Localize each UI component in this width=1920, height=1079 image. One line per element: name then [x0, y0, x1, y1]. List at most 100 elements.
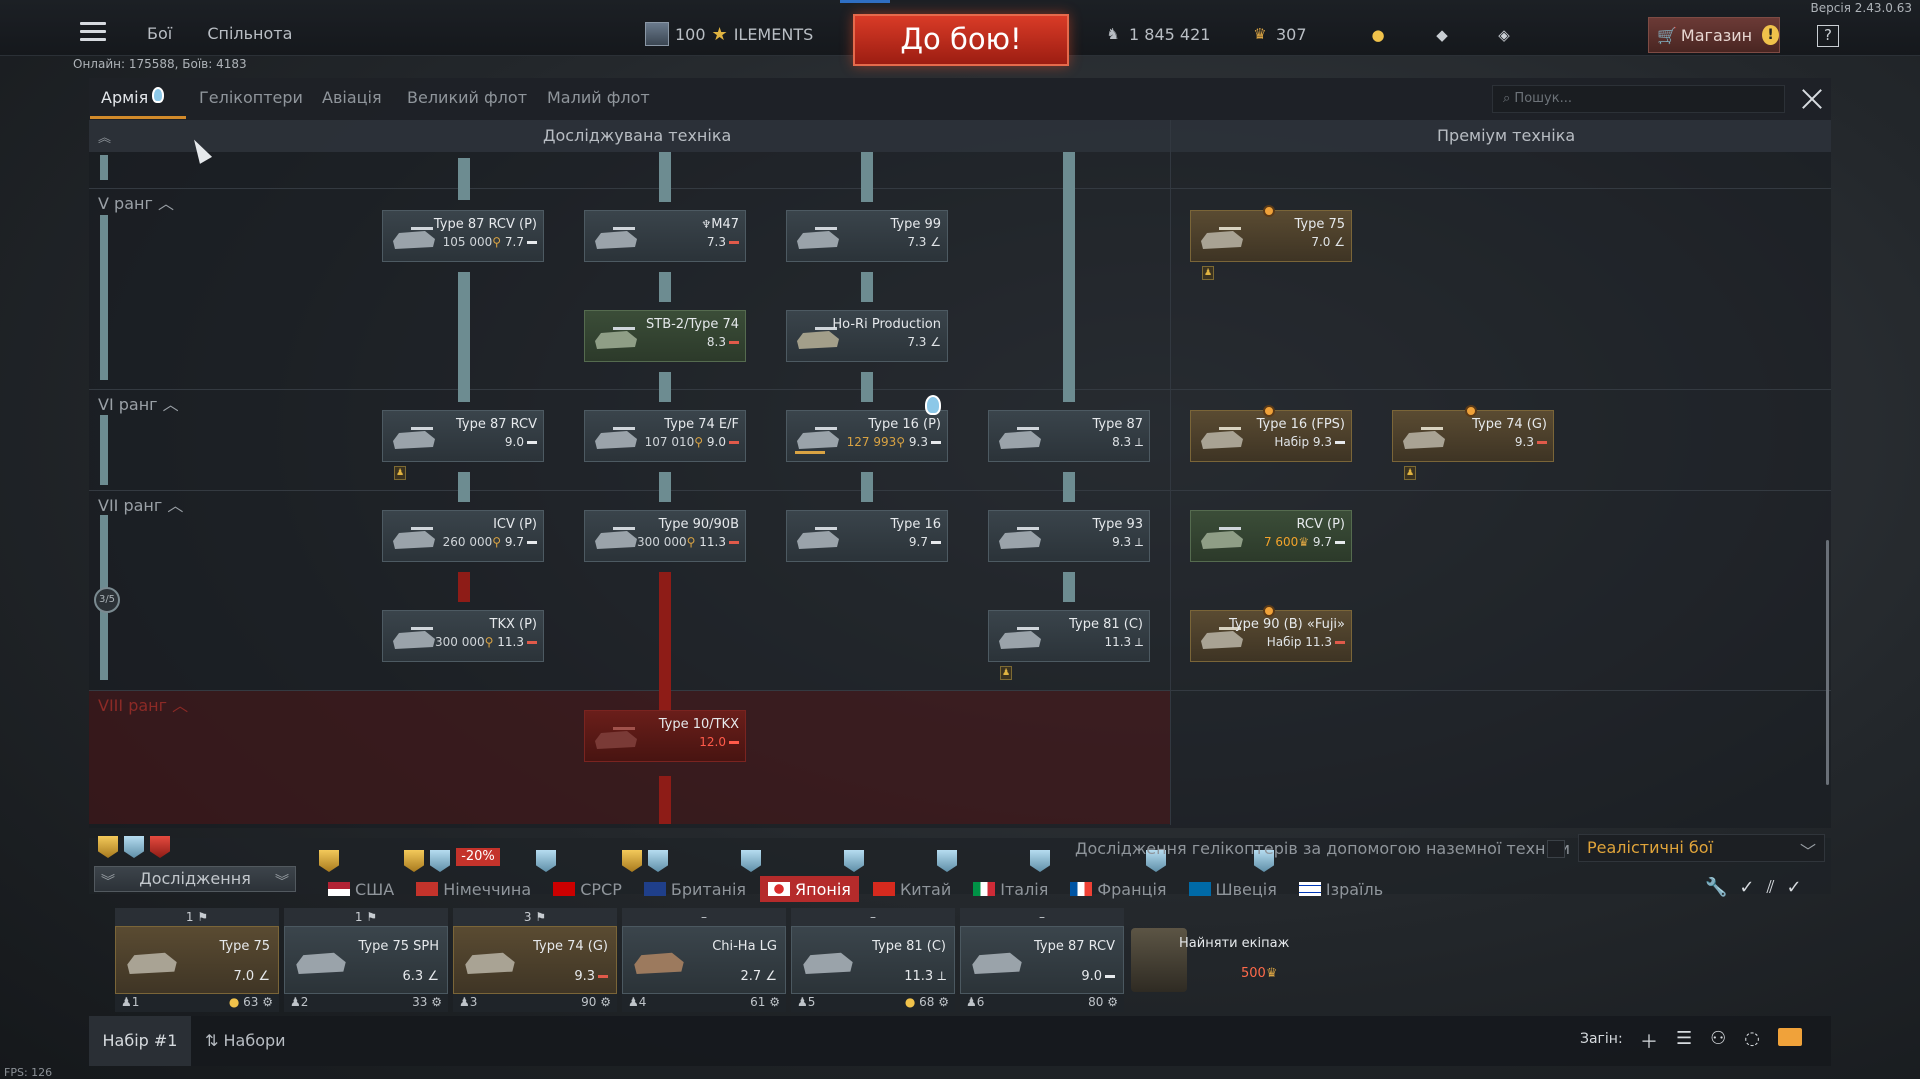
heli-research-checkbox[interactable]	[1547, 840, 1565, 858]
nation-tabs: США Німеччина СРСР Британія Японія Китай…	[320, 876, 1397, 902]
vehicle-card-premium[interactable]: Type 75 7.0 ∠	[1190, 205, 1352, 262]
gold-medal-icon	[319, 850, 339, 872]
tank-icon	[803, 952, 853, 974]
rank-label-viii[interactable]: VIII ранг ︿	[98, 696, 189, 715]
checkmark-icon[interactable]: ✓	[1739, 877, 1755, 898]
nation-sweden[interactable]: Швеція	[1181, 876, 1285, 902]
nation-usa[interactable]: США	[320, 876, 402, 902]
add-squad-icon[interactable]: ＋	[1640, 1032, 1658, 1053]
vehicle-card[interactable]: Type 99 7.3 ∠	[786, 210, 948, 262]
vehicle-card-premium[interactable]: Type 16 (FPS) Набір 9.3	[1190, 405, 1352, 462]
warning-icon: !	[1762, 25, 1779, 45]
tab-bluewater-fleet[interactable]: Великий флот	[407, 88, 528, 107]
vehicle-card[interactable]: ♆M47 7.3	[584, 210, 746, 262]
tree-scrollbar[interactable]	[1826, 540, 1829, 785]
silver-lions[interactable]: ♞ 1 845 421	[1103, 24, 1210, 44]
research-button[interactable]: ︾ Дослідження ︾	[94, 866, 296, 892]
profile[interactable]: 100 ★ ILEMENTS	[645, 22, 813, 46]
game-mode-select[interactable]: Реалістичні бої﹀	[1578, 834, 1825, 862]
cart-icon: 🛒	[1657, 25, 1677, 45]
help-button[interactable]: ?	[1817, 25, 1839, 47]
tab-aviation[interactable]: Авіація	[322, 88, 382, 107]
chat-icon[interactable]: ◌	[1744, 1028, 1760, 1049]
list-icon[interactable]: ☰	[1676, 1028, 1693, 1049]
vehicle-card[interactable]: Type 87 8.3 ⟂	[988, 410, 1150, 462]
tab-army[interactable]: Армія	[101, 88, 149, 107]
nav-community[interactable]: Спільнота	[207, 24, 293, 43]
avatar[interactable]	[645, 22, 669, 46]
nation-italy[interactable]: Італія	[965, 876, 1056, 902]
contacts-icon[interactable]: ⚇	[1710, 1028, 1727, 1049]
vehicle-card[interactable]: Type 93 9.3 ⟂	[988, 510, 1150, 562]
wrench-icon[interactable]: 🔧	[1705, 877, 1728, 898]
tab-coastal-fleet[interactable]: Малий флот	[547, 88, 650, 107]
checkmark-icon[interactable]: ✓	[1786, 877, 1802, 898]
active-tab-underline	[90, 116, 186, 119]
vehicle-card[interactable]: Ho-Ri Production 7.3 ∠	[786, 310, 948, 362]
gold-amount: 307	[1276, 24, 1307, 44]
nation-china[interactable]: Китай	[865, 876, 959, 902]
golden-eagles[interactable]: ♛ 307	[1250, 24, 1307, 44]
collapse-all-icon[interactable]: ︽	[98, 131, 112, 146]
vehicle-card[interactable]: Type 90/90B 300 000⚲ 11.3	[584, 510, 746, 562]
vehicle-card[interactable]: Type 87 RCV (P) 105 000⚲ 7.7	[382, 210, 544, 262]
nation-israel[interactable]: Ізраїль	[1291, 876, 1391, 902]
vehicle-card[interactable]: Type 16 (P) 127 993⚲ 9.3	[786, 395, 948, 462]
hire-crew-button[interactable]: Найняти екіпаж 500♛	[1127, 926, 1292, 994]
vehicle-card[interactable]: STB-2/Type 74 8.3	[584, 310, 746, 362]
tank-icon	[465, 952, 515, 974]
vehicle-card[interactable]: Type 81 (C) 11.3 ⟂	[988, 610, 1150, 662]
rank-label-v[interactable]: V ранг ︿	[98, 194, 174, 213]
heli-research-label: Дослідження гелікоптерів за допомогою на…	[1075, 839, 1571, 858]
tank-icon	[1201, 427, 1243, 449]
vehicle-card[interactable]: Type 74 E/F 107 010⚲ 9.0	[584, 410, 746, 462]
search-input[interactable]: ⌕ Пошук...	[1492, 85, 1785, 113]
vehicle-card-locked[interactable]: Type 10/TKX 12.0	[584, 710, 746, 762]
rank-progress-line	[100, 155, 108, 180]
rank-label-vii[interactable]: VII ранг ︿	[98, 496, 184, 515]
shop-button[interactable]: 🛒 Магазин !	[1648, 17, 1780, 53]
lightbulb-icon[interactable]: ●	[1371, 26, 1385, 44]
vehicle-card[interactable]: TKX (P) 300 000⚲ 11.3	[382, 610, 544, 662]
mail-icon[interactable]	[1778, 1028, 1802, 1046]
preset-tab[interactable]: Набір #1	[89, 1016, 191, 1066]
vehicle-card[interactable]: Type 16 9.7	[786, 510, 948, 562]
double-arrow-icon[interactable]: ⫽	[1766, 877, 1775, 898]
diamond-icon[interactable]: ◆	[1436, 26, 1448, 44]
shop-label: Магазин	[1680, 25, 1753, 45]
to-battle-button[interactable]: До бою!	[853, 14, 1069, 66]
blue-medal-icon	[124, 836, 144, 858]
nation-ussr[interactable]: СРСР	[545, 876, 630, 902]
tree-connector	[861, 272, 873, 302]
vehicle-card[interactable]: ICV (P) 260 000⚲ 9.7	[382, 510, 544, 562]
nation-germany[interactable]: Німеччина	[408, 876, 539, 902]
vehicle-card-premium[interactable]: RCV (P) 7 600♛ 9.7	[1190, 510, 1352, 562]
nav-battles[interactable]: Бої	[147, 24, 173, 43]
tree-connector	[659, 152, 671, 202]
blue-medal-icon	[741, 850, 761, 872]
crew-slot[interactable]: – Type 81 (C)11.3 ⟂ ♟5● 68 ⚙	[791, 908, 955, 1012]
vehicle-card[interactable]: Type 87 RCV 9.0	[382, 410, 544, 462]
rank-label-vi[interactable]: VI ранг ︿	[98, 395, 179, 414]
vehicle-card-premium[interactable]: Type 90 (B) «Fuji» Набір 11.3	[1190, 605, 1352, 662]
ticket-icon[interactable]: ◈	[1498, 26, 1510, 44]
tank-icon	[972, 952, 1022, 974]
close-icon[interactable]	[1797, 84, 1827, 114]
silver-amount: 1 845 421	[1129, 24, 1211, 44]
menu-icon[interactable]	[80, 22, 106, 42]
star-icon: ★	[711, 23, 728, 45]
vehicle-card-premium[interactable]: Type 74 (G) 9.3	[1392, 405, 1554, 462]
crew-icon: ♟	[1202, 266, 1214, 280]
tank-icon	[797, 527, 839, 549]
nation-france[interactable]: Франція	[1062, 876, 1174, 902]
crew-portrait-icon	[1131, 928, 1187, 992]
tab-helicopters[interactable]: Гелікоптери	[199, 88, 303, 107]
nation-japan[interactable]: Японія	[760, 876, 859, 902]
nation-britain[interactable]: Британія	[636, 876, 754, 902]
presets-button[interactable]: ⇅ Набори	[205, 1031, 286, 1050]
